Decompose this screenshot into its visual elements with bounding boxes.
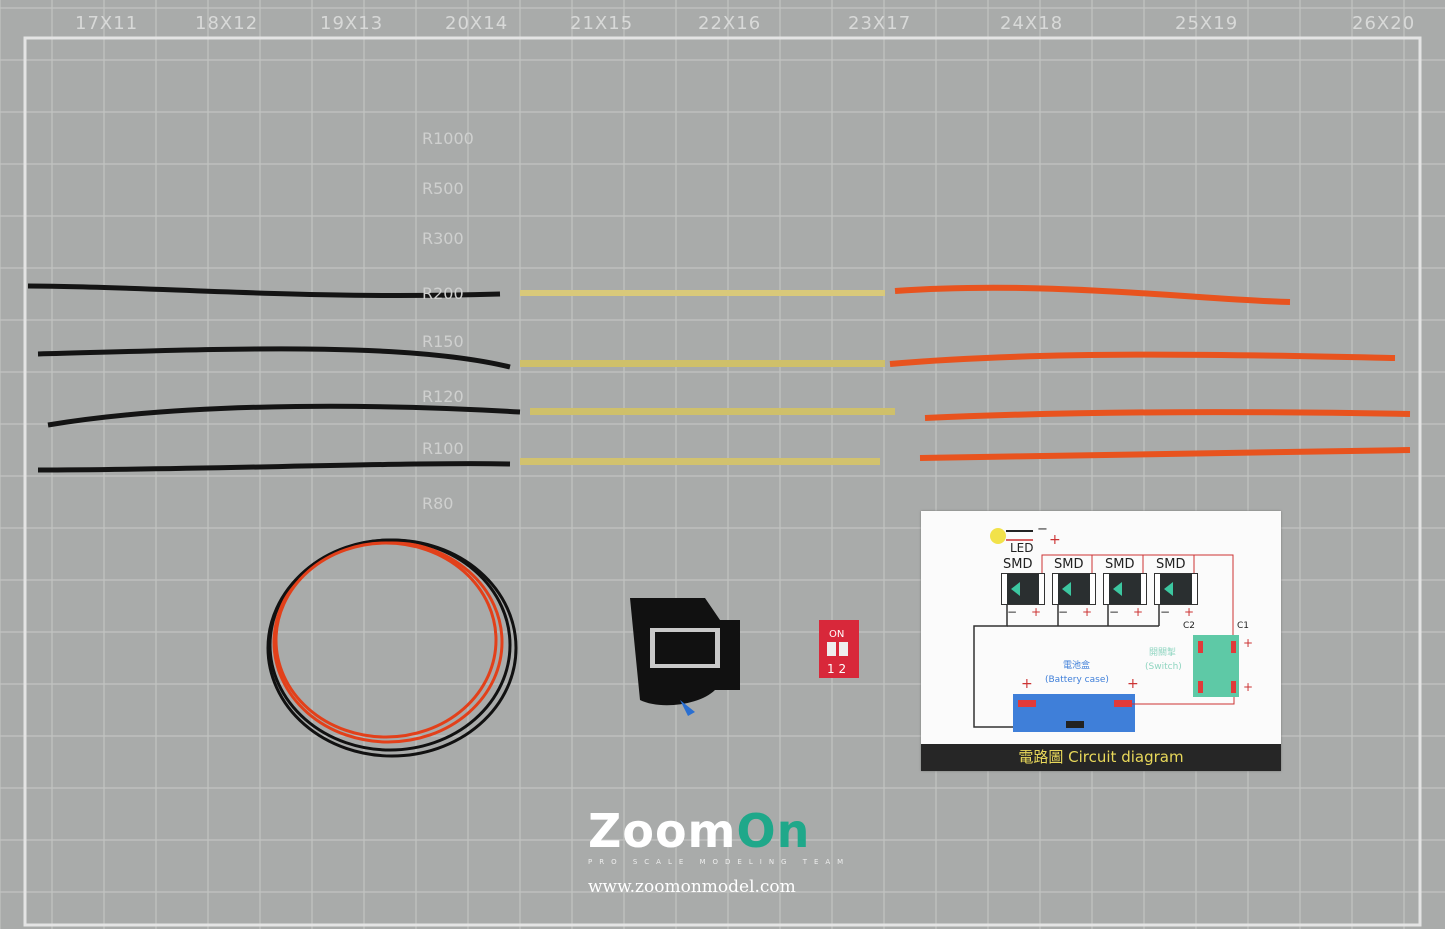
logo-tagline: PRO SCALE MODELING TEAM (588, 858, 851, 866)
led-label: LED (1010, 541, 1034, 555)
led-arrow-icon (1011, 582, 1020, 596)
led-strip-1 (27, 283, 1291, 305)
zoomon-logo: ZoomOn PRO SCALE MODELING TEAM www.zoomo… (588, 806, 851, 897)
mat-size-label: 18X12 (195, 13, 259, 34)
website-url: www.zoomonmodel.com (588, 877, 796, 897)
led-strip-4 (37, 447, 1411, 473)
mat-size-label: 25X19 (1175, 13, 1239, 34)
smd-minus: − (1058, 605, 1069, 619)
smd-plus: + (1184, 605, 1195, 619)
mat-size-label: 23X17 (848, 13, 912, 34)
smd-label: SMD (1156, 557, 1186, 572)
mat-radius-label: R120 (422, 387, 464, 406)
logo-zoom: Zoom (588, 804, 737, 858)
led-strips (27, 283, 1411, 473)
battery-plus-right: + (1127, 676, 1139, 692)
c2-label: C2 (1183, 621, 1196, 631)
mat-radius-label: R1000 (422, 129, 474, 148)
switch-en: (Switch) (1145, 662, 1182, 672)
mat-radius-label: R150 (422, 332, 464, 351)
mat-size-label: 17X11 (75, 13, 139, 34)
battery-plus-left: + (1021, 676, 1033, 692)
mat-size-label: 24X18 (1000, 13, 1064, 34)
smd-led (1154, 573, 1198, 605)
led-strip-2 (37, 346, 1396, 370)
logo-on: On (736, 804, 811, 858)
circuit-wires (973, 528, 1239, 732)
switch-plus-top: + (1243, 636, 1254, 650)
circuit-diagram-title: 電路圖 Circuit diagram (921, 744, 1281, 771)
led-minus: − (1037, 522, 1048, 537)
smd-led (1001, 573, 1045, 605)
mat-size-label: 19X13 (320, 13, 384, 34)
coiled-wire (266, 538, 518, 758)
smd-led (1103, 573, 1147, 605)
mat-radius-label: R80 (422, 494, 454, 513)
led-strip-3 (47, 403, 1411, 428)
mat-radius-label: R300 (422, 229, 464, 248)
switch-plus-bottom: + (1243, 680, 1254, 694)
c1-label: C1 (1237, 621, 1250, 631)
smd-label: SMD (1003, 557, 1033, 572)
dip-numbers: 1 2 (827, 662, 846, 676)
led-arrow-icon (1164, 582, 1173, 596)
logo-wordmark: ZoomOn (588, 806, 838, 856)
mat-radius-label: R100 (422, 439, 464, 458)
smd-label: SMD (1054, 557, 1084, 572)
dip-on-label: ON (829, 629, 844, 640)
battery-zh: 電池盒 (1063, 661, 1091, 671)
mat-size-label: 21X15 (570, 13, 634, 34)
mat-size-label: 26X20 (1352, 13, 1416, 34)
led-arrow-icon (1113, 582, 1122, 596)
smd-plus: + (1031, 605, 1042, 619)
dip-switch-body (819, 620, 859, 678)
mat-border (23, 36, 1422, 927)
battery-holder (630, 598, 740, 716)
battery-en: (Battery case) (1045, 675, 1109, 685)
mat-radius-label: R200 (422, 284, 464, 303)
mat-radius-label: R500 (422, 179, 464, 198)
smd-led (1052, 573, 1096, 605)
led-plus: + (1049, 532, 1061, 548)
mat-size-label: 22X16 (698, 13, 762, 34)
smd-plus: + (1133, 605, 1144, 619)
smd-minus: − (1109, 605, 1120, 619)
switch-zh: 開關掣 (1149, 648, 1177, 658)
smd-minus: − (1160, 605, 1171, 619)
smd-label: SMD (1105, 557, 1135, 572)
smd-plus: + (1082, 605, 1093, 619)
circuit-diagram-card: − + LED SMD − +SMD − +SMD − +SMD − + C2 … (921, 511, 1281, 771)
led-arrow-icon (1062, 582, 1071, 596)
mat-size-label: 20X14 (445, 13, 509, 34)
smd-minus: − (1007, 605, 1018, 619)
